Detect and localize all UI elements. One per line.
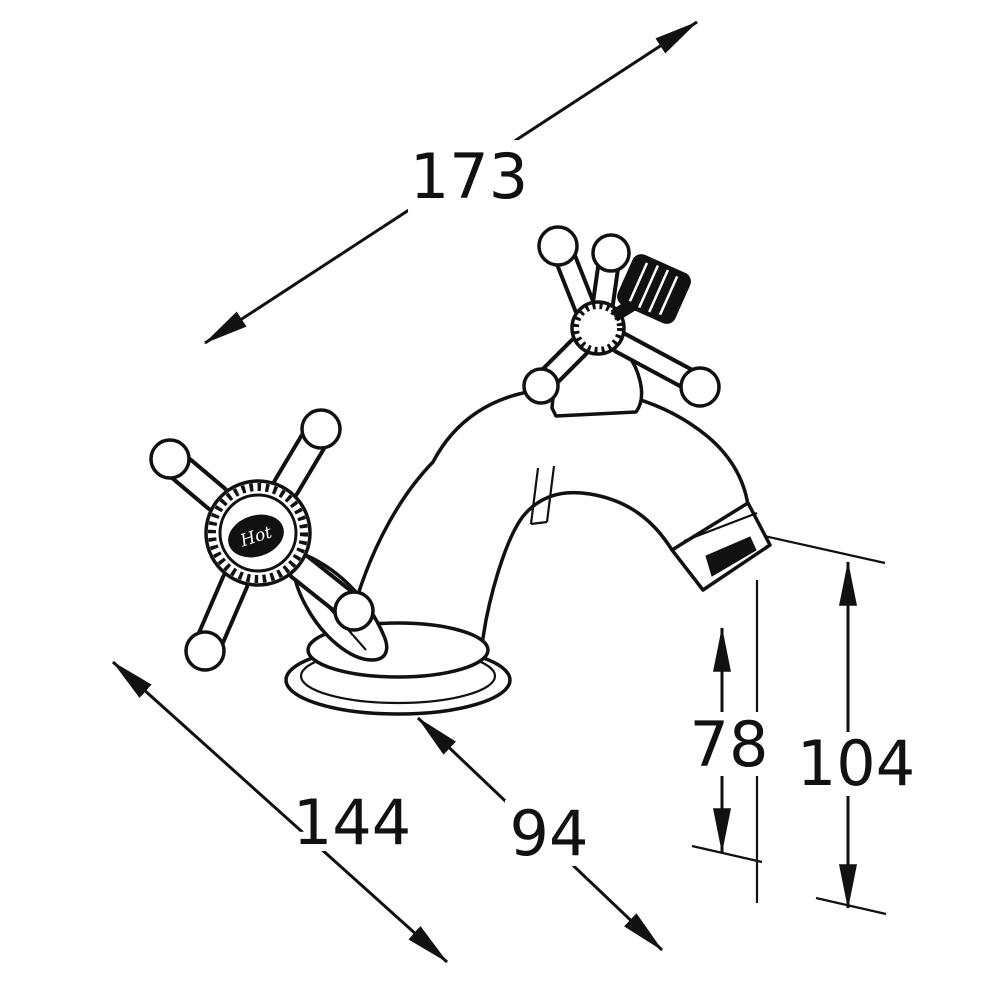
label-mask <box>505 800 595 866</box>
rear-cross-handle <box>522 225 721 408</box>
spout-outline-under <box>479 490 674 652</box>
popup-waste-knob <box>610 254 691 324</box>
body-seam-line <box>530 520 548 526</box>
handle-arm-ball <box>300 408 342 450</box>
handle-arm-ball <box>184 630 226 672</box>
dimension-94-label: 94 <box>510 797 589 870</box>
baseline-tick-104 <box>815 896 887 916</box>
dimension-173-label: 173 <box>410 140 528 213</box>
handle-arm-ball <box>679 366 721 408</box>
dimension-104-label: 104 <box>797 727 915 800</box>
body-seam-line <box>545 465 556 523</box>
handle-arm-ball <box>333 590 375 632</box>
dimension-144-line <box>111 660 449 964</box>
handle-arm-ball <box>537 225 579 267</box>
knob-body <box>617 254 691 324</box>
label-mask <box>690 712 770 776</box>
rear-handle-cap <box>570 300 626 356</box>
label-mask <box>800 732 915 796</box>
front-handle-knurl-ring <box>208 483 308 583</box>
body-seam-line <box>529 467 540 525</box>
handle-arm-ball <box>591 233 631 273</box>
dimension-labels: 173 144 94 78 104 <box>286 133 922 877</box>
spout-body-silhouette <box>344 388 770 656</box>
aerator-outlet <box>705 536 757 577</box>
faucet-drawing: Hot <box>149 225 772 716</box>
dimension-144-label: 144 <box>293 786 411 859</box>
handle-medallion <box>228 514 284 558</box>
leader-line-spout-to-height <box>759 533 886 565</box>
handle-arm-ball <box>522 367 560 405</box>
dimension-78-label: 78 <box>690 708 769 781</box>
rear-handle-knurl-ring <box>573 303 623 353</box>
handle-arm-ball <box>149 438 191 480</box>
label-mask <box>408 140 530 212</box>
aerator <box>670 501 772 592</box>
front-cross-handle: Hot <box>149 408 375 672</box>
aerator-band-line <box>683 511 758 543</box>
baseline-tick-78 <box>691 844 763 864</box>
